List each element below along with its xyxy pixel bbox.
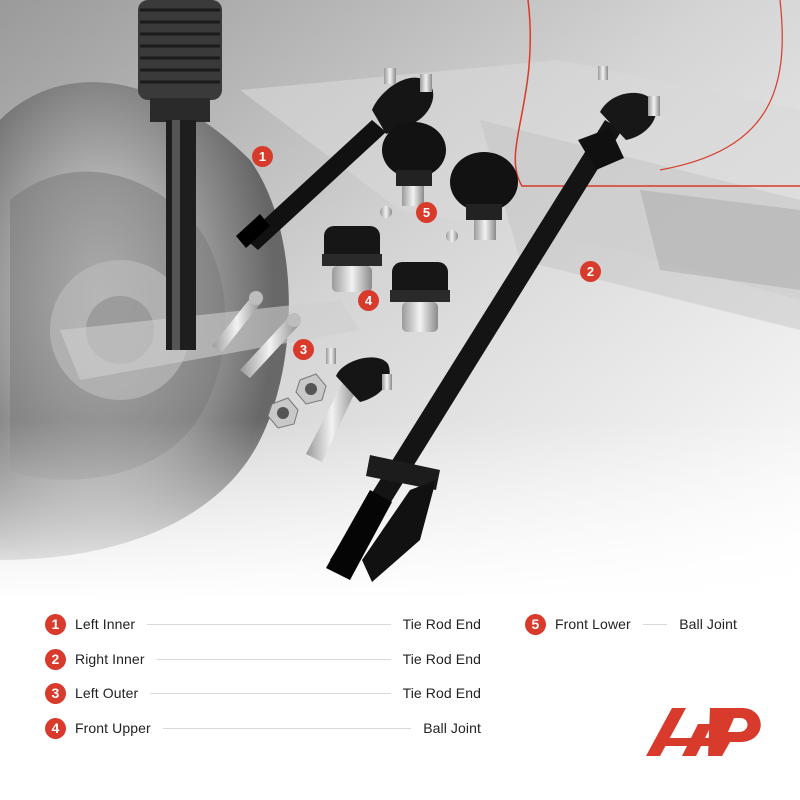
legend-number: 1 [45,613,66,635]
legend-part: Tie Rod End [402,651,481,667]
legend-part: Ball Joint [679,616,737,632]
callout-badge-2: 2 [580,261,601,282]
legend-row-3: 3 Left Outer Tie Rod End [45,682,481,704]
legend-position: Front Upper [75,720,151,736]
legend-number: 5 [525,613,546,635]
left-inner-tie-rod-end [236,68,434,250]
legend-position: Left Inner [75,616,136,632]
leader-line [147,623,391,625]
a-premium-logo-icon [646,708,761,756]
legend-row-2: 2 Right Inner Tie Rod End [45,648,481,670]
legend-part: Ball Joint [423,720,481,736]
left-outer-tie-rod-end [306,348,392,462]
product-photo [0,0,800,600]
callout-badge-1: 1 [252,146,273,167]
legend-row-4: 4 Front Upper Ball Joint [45,717,481,739]
accent-outline-curve [659,0,783,171]
legend-position: Right Inner [75,651,145,667]
front-lower-ball-joints [380,122,518,242]
leader-line [642,623,668,625]
legend-row-5: 5 Front Lower Ball Joint [525,613,737,635]
hardware-bolts-nuts [212,291,327,429]
legend-number: 3 [45,682,66,704]
legend-number: 4 [45,717,66,739]
leader-line [162,727,412,729]
callout-badge-5: 5 [416,202,437,223]
leader-line [156,658,391,660]
callout-badge-4: 4 [358,290,379,311]
leader-line [150,692,391,694]
front-upper-ball-joints [322,226,450,332]
legend-position: Left Outer [75,685,139,701]
right-inner-tie-rod-end [326,66,660,582]
legend-number: 2 [45,648,66,670]
callout-badge-3: 3 [293,339,314,360]
legend-row-1: 1 Left Inner Tie Rod End [45,613,481,635]
accent-outline [514,0,800,187]
legend-part: Tie Rod End [402,685,481,701]
strut-assembly [138,0,222,350]
legend-position: Front Lower [555,616,631,632]
legend-part: Tie Rod End [402,616,481,632]
